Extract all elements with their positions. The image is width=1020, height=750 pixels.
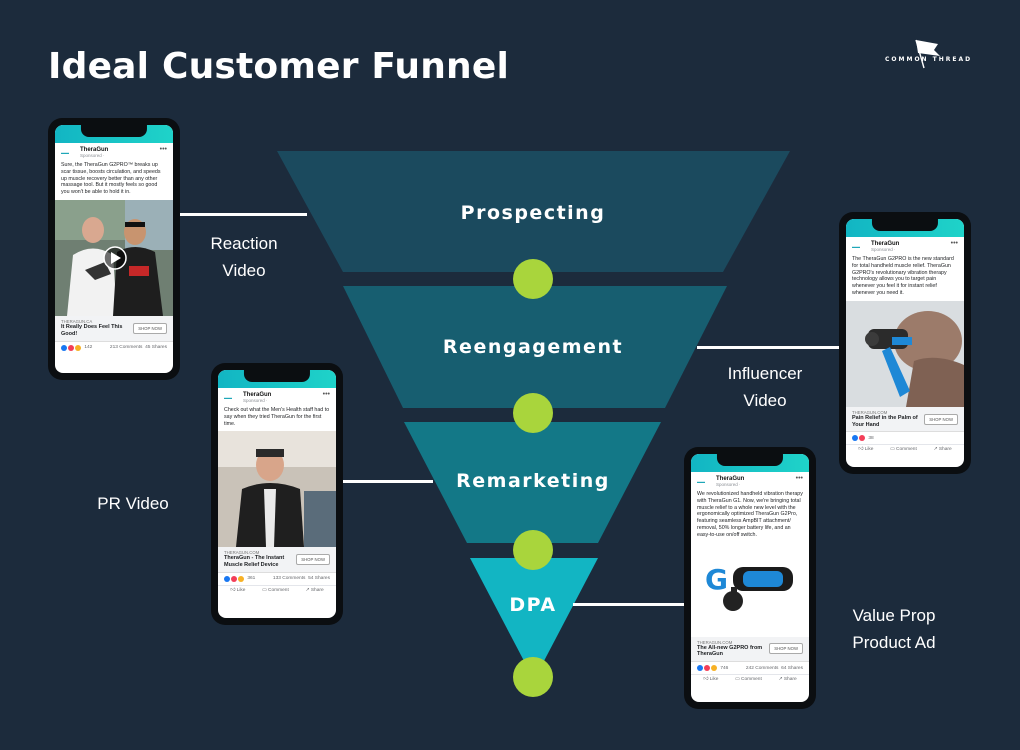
comment-button[interactable]: ▭ Comment	[890, 447, 917, 453]
comment-count[interactable]: 133 Comments	[272, 576, 306, 582]
ad-brand: TheraGun	[716, 476, 745, 482]
share-icon: ↗	[778, 677, 783, 683]
ad-caption: The TheraGun G2PRO is the new standard f…	[852, 256, 954, 296]
ad-brand: TheraGun	[80, 147, 109, 153]
comment-count[interactable]: 242 Comments	[745, 665, 779, 671]
more-dots-icon[interactable]: •••	[322, 391, 330, 398]
comment-button[interactable]: ▭ Comment	[262, 587, 289, 593]
reaction-count: 38	[852, 435, 874, 442]
ad-image[interactable]	[846, 300, 964, 407]
ad-caption: Check out what the Men's Health staff ha…	[224, 407, 330, 427]
flag-logo-icon	[915, 39, 940, 69]
connector-value	[573, 603, 685, 606]
label-reaction-video: Reaction Video	[210, 234, 278, 280]
comment-count[interactable]: 213 Comments	[109, 345, 143, 351]
share-count[interactable]: 45 Shares	[145, 345, 167, 351]
ad-domain: THERAGUN.CA	[61, 318, 93, 324]
reaction-count: 142	[61, 344, 92, 351]
stage-label-reengagement: Reengagement	[442, 336, 624, 358]
comment-icon: ▭	[735, 677, 740, 683]
share-count[interactable]: 54 Shares	[308, 576, 330, 582]
ad-domain: THERAGUN.COM	[697, 639, 733, 645]
ad-caption: Sure, the TheraGun G2PRO™ breaks up scar…	[61, 162, 161, 196]
ad-product-image[interactable]: G	[691, 542, 809, 637]
connector-pr	[343, 480, 433, 483]
thumbs-up-icon: 👍︎	[703, 677, 709, 683]
ad-domain: THERAGUN.COM	[224, 550, 260, 556]
share-count[interactable]: 64 Shares	[781, 665, 803, 671]
brand-avatar: ▬▬	[852, 243, 860, 249]
funnel-stage-prospecting	[277, 151, 790, 272]
funnel-connector-dot-3	[513, 530, 553, 570]
ad-sponsored: Sponsored ·	[871, 247, 896, 252]
ad-brand: TheraGun	[243, 392, 272, 398]
like-button[interactable]: 👍︎ Like	[703, 677, 719, 683]
share-icon: ↗	[933, 447, 938, 453]
like-button[interactable]: 👍︎ Like	[858, 447, 874, 453]
funnel-connector-dot-1	[513, 259, 553, 299]
share-button[interactable]: ↗ Share	[778, 677, 797, 683]
reaction-count: 746	[697, 665, 728, 672]
shop-now-button[interactable]: SHOP NOW	[133, 322, 167, 334]
logo-wordmark: COMMON THREAD	[885, 56, 973, 63]
ad-headline: The All-new G2PRO from TheraGun	[697, 644, 763, 658]
brand-avatar: ▬▬	[224, 394, 232, 400]
ad-video[interactable]	[55, 199, 173, 316]
ad-caption: We revolutionized handheld vibration the…	[697, 491, 803, 538]
comment-icon: ▭	[262, 587, 267, 593]
share-icon: ↗	[305, 587, 310, 593]
page-title: Ideal Customer Funnel	[48, 46, 510, 87]
more-dots-icon[interactable]: •••	[159, 146, 167, 153]
funnel-stage-reengagement	[343, 286, 727, 408]
share-button[interactable]: ↗ Share	[305, 587, 324, 593]
label-influencer-video: Influencer Video	[727, 364, 803, 410]
ad-headline: Pain Relief in the Palm of Your Hand	[852, 414, 918, 428]
more-dots-icon[interactable]: •••	[795, 475, 803, 482]
comment-button[interactable]: ▭ Comment	[735, 677, 762, 683]
connector-influencer	[697, 346, 840, 349]
label-pr-video: PR Video	[97, 494, 169, 513]
thumbs-up-icon: 👍︎	[858, 447, 864, 453]
stage-label-dpa: DPA	[509, 594, 557, 616]
ad-sponsored: Sponsored ·	[243, 398, 268, 403]
ad-brand: TheraGun	[871, 241, 900, 247]
shop-now-button[interactable]: SHOP NOW	[769, 643, 803, 655]
shop-now-button[interactable]: SHOP NOW	[924, 413, 958, 425]
ad-video[interactable]	[218, 431, 336, 548]
stage-label-remarketing: Remarketing	[456, 470, 610, 492]
funnel-stage-remarketing	[404, 422, 661, 543]
connector-reaction	[180, 213, 307, 216]
ad-headline: It Really Does Feel This Good!	[61, 323, 123, 337]
more-dots-icon[interactable]: •••	[950, 240, 958, 247]
funnel-connector-dot-2	[513, 393, 553, 433]
brand-avatar: ▬▬	[61, 149, 69, 155]
funnel-connector-dot-4	[513, 657, 553, 697]
like-button[interactable]: 👍︎ Like	[230, 587, 246, 593]
ad-sponsored: Sponsored ·	[716, 482, 741, 487]
label-value-prop-ad: Value Prop Product Ad	[852, 606, 936, 652]
ad-sponsored: Sponsored ·	[80, 153, 105, 158]
ad-domain: THERAGUN.COM	[852, 409, 888, 415]
thumbs-up-icon: 👍︎	[230, 587, 236, 593]
brand-avatar: ▬▬	[697, 478, 705, 484]
reaction-count: 361	[224, 575, 255, 582]
share-button[interactable]: ↗ Share	[933, 447, 952, 453]
funnel-stage-dpa	[470, 558, 598, 680]
shop-now-button[interactable]: SHOP NOW	[296, 554, 330, 566]
stage-label-prospecting: Prospecting	[460, 202, 606, 224]
comment-icon: ▭	[890, 447, 895, 453]
product-logo-mark: G	[705, 563, 728, 596]
ad-headline: TheraGun - The Instant Muscle Relief Dev…	[224, 555, 285, 569]
